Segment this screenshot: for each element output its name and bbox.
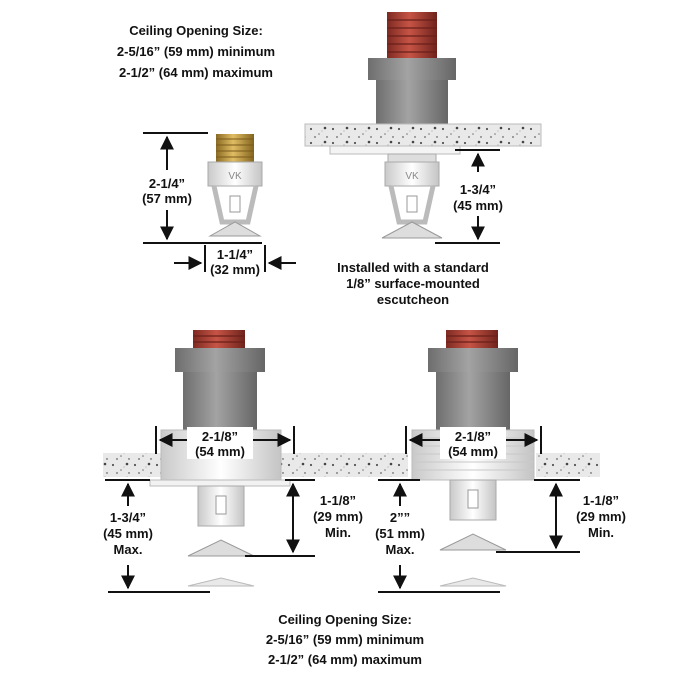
deflector — [208, 221, 262, 237]
bottom-caption-max: 2-1/2” (64 mm) maximum — [268, 652, 422, 667]
recessed-right-escutcheon-label: 2-1/8” — [455, 429, 491, 444]
recessed-left-max-label: 1-3/4” — [110, 510, 146, 525]
top-caption-min: 2-5/16” (59 mm) minimum — [117, 44, 275, 59]
note-line3: escutcheon — [377, 292, 449, 307]
small-width-dimension: 1-1/4” (32 mm) — [174, 245, 296, 277]
recessed-right-min-label: 1-1/8” — [583, 493, 619, 508]
bottom-caption-title: Ceiling Opening Size: — [278, 612, 412, 627]
small-height-dimension: 2-1/4” (57 mm) — [142, 132, 262, 244]
deflector — [381, 221, 443, 239]
recessed-right-max-dimension: 2”” (51 mm) Max. — [375, 479, 500, 593]
ceiling-panel — [304, 123, 542, 147]
recessed-left-max-mm: (45 mm) — [103, 526, 153, 541]
deflector — [187, 539, 255, 557]
recessed-left-min-label: 1-1/8” — [320, 493, 356, 508]
deflector-dropped — [187, 577, 255, 587]
standard-drop-label: 1-3/4” — [460, 182, 496, 197]
bulb — [467, 489, 479, 509]
recessed-right-max-word: Max. — [386, 542, 415, 557]
recessed-left-escutcheon-mm: (54 mm) — [195, 444, 245, 459]
fitting-collar — [428, 348, 518, 372]
bottom-caption: Ceiling Opening Size: 2-5/16” (59 mm) mi… — [266, 612, 424, 667]
recessed-right-escutcheon-dimension: 2-1/8” (54 mm) — [405, 426, 542, 459]
note-line1: Installed with a standard — [337, 260, 489, 275]
escutcheon-plate — [149, 479, 291, 487]
frame-hex — [207, 161, 263, 187]
fitting-body — [436, 372, 510, 430]
bulb — [215, 495, 227, 515]
vk-logo: VK — [405, 171, 419, 182]
recessed-right-max-mm: (51 mm) — [375, 526, 425, 541]
escutcheon-plate — [329, 145, 461, 155]
recessed-left-min-dimension: 1-1/8” (29 mm) Min. — [245, 479, 363, 557]
brass-thread — [216, 134, 254, 162]
recessed-left-max-word: Max. — [114, 542, 143, 557]
recessed-left-min-mm: (29 mm) — [313, 509, 363, 524]
fitting-body — [183, 372, 257, 430]
recessed-right-min-dimension: 1-1/8” (29 mm) Min. — [496, 479, 626, 553]
deflector-dropped — [439, 577, 507, 587]
recessed-right-min-word: Min. — [588, 525, 614, 540]
ceiling-panel-right — [536, 453, 600, 477]
vk-logo: VK — [228, 171, 242, 182]
note-line2: 1/8” surface-mounted — [346, 276, 480, 291]
top-caption-max: 2-1/2” (64 mm) maximum — [119, 65, 273, 80]
top-caption-title: Ceiling Opening Size: — [129, 23, 263, 38]
small-width-label: 1-1/4” — [217, 247, 253, 262]
ceiling-panel-left — [356, 453, 408, 477]
fitting-collar — [175, 348, 265, 372]
standard-drop-mm: (45 mm) — [453, 198, 503, 213]
standard-install-note: Installed with a standard 1/8” surface-m… — [337, 260, 489, 307]
recessed-right-max-label: 2”” — [390, 510, 410, 525]
fitting-collar — [368, 58, 456, 80]
red-pipe — [387, 12, 437, 58]
recessed-left-escutcheon-dimension: 2-1/8” (54 mm) — [155, 426, 295, 459]
bottom-caption-min: 2-5/16” (59 mm) minimum — [266, 632, 424, 647]
small-sprinkler: VK — [207, 134, 263, 237]
recessed-install-left — [103, 330, 363, 587]
small-height-mm: (57 mm) — [142, 191, 192, 206]
recessed-right-min-mm: (29 mm) — [576, 509, 626, 524]
standard-drop-dimension: 1-3/4” (45 mm) — [435, 149, 503, 244]
frame-hex — [384, 161, 440, 187]
recessed-left-min-word: Min. — [325, 525, 351, 540]
deflector — [439, 533, 507, 551]
thread-lines — [216, 138, 254, 158]
small-height-label: 2-1/4” — [149, 176, 185, 191]
bulb — [229, 195, 241, 213]
standard-install: VK — [304, 12, 542, 239]
red-pipe — [446, 330, 498, 348]
recessed-right-escutcheon-mm: (54 mm) — [448, 444, 498, 459]
recessed-left-max-dimension: 1-3/4” (45 mm) Max. — [103, 479, 210, 593]
bulb — [406, 195, 418, 213]
ceiling-panel-right — [283, 453, 363, 477]
small-width-mm: (32 mm) — [210, 262, 260, 277]
red-pipe — [193, 330, 245, 348]
recessed-left-escutcheon-label: 2-1/8” — [202, 429, 238, 444]
top-caption: Ceiling Opening Size: 2-5/16” (59 mm) mi… — [117, 23, 275, 80]
